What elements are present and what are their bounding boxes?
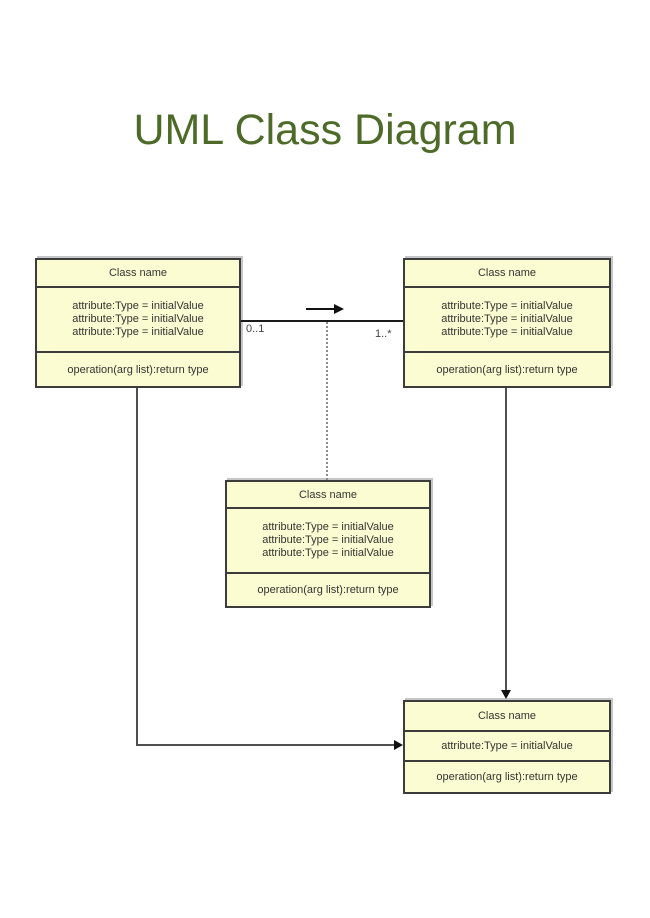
attribute-line: attribute:Type = initialValue [72,300,204,312]
association-line [241,320,403,322]
class-operations: operation(arg list):return type [37,353,239,386]
connector-left-vertical [136,388,138,746]
attribute-line: attribute:Type = initialValue [72,313,204,325]
class-attributes: attribute:Type = initialValue [405,732,609,762]
connector-left-horizontal [136,744,394,746]
class-operations: operation(arg list):return type [405,353,609,386]
attribute-line: attribute:Type = initialValue [441,300,573,312]
arrowhead-right-icon [394,740,403,750]
multiplicity-label-left: 0..1 [246,323,265,335]
operation-line: operation(arg list):return type [67,363,209,376]
class-attributes: attribute:Type = initialValue attribute:… [405,288,609,353]
connector-right-vertical [505,388,507,692]
class-name: Class name [405,702,609,732]
direction-arrow-shaft [306,308,335,310]
attribute-line: attribute:Type = initialValue [262,547,394,559]
class-operations: operation(arg list):return type [405,762,609,792]
class-name: Class name [227,482,429,509]
class-operations: operation(arg list):return type [227,574,429,606]
multiplicity-label-right: 1..* [375,328,392,340]
attribute-line: attribute:Type = initialValue [441,313,573,325]
operation-line: operation(arg list):return type [436,771,578,783]
attribute-line: attribute:Type = initialValue [441,326,573,338]
class-name: Class name [405,260,609,288]
arrowhead-down-icon [501,690,511,699]
operation-line: operation(arg list):return type [436,363,578,376]
attribute-line: attribute:Type = initialValue [262,534,394,546]
class-box-bottom-right: Class name attribute:Type = initialValue… [403,700,611,794]
class-box-middle: Class name attribute:Type = initialValue… [225,480,431,608]
attribute-line: attribute:Type = initialValue [72,326,204,338]
diagram-title: UML Class Diagram [133,106,517,154]
attribute-line: attribute:Type = initialValue [262,521,394,533]
class-attributes: attribute:Type = initialValue attribute:… [37,288,239,353]
class-box-top-left: Class name attribute:Type = initialValue… [35,258,241,388]
dotted-association-class-line [326,322,328,480]
class-name: Class name [37,260,239,288]
class-box-top-right: Class name attribute:Type = initialValue… [403,258,611,388]
attribute-line: attribute:Type = initialValue [441,739,573,752]
class-attributes: attribute:Type = initialValue attribute:… [227,509,429,574]
operation-line: operation(arg list):return type [257,584,399,596]
direction-arrow-icon [334,304,344,314]
